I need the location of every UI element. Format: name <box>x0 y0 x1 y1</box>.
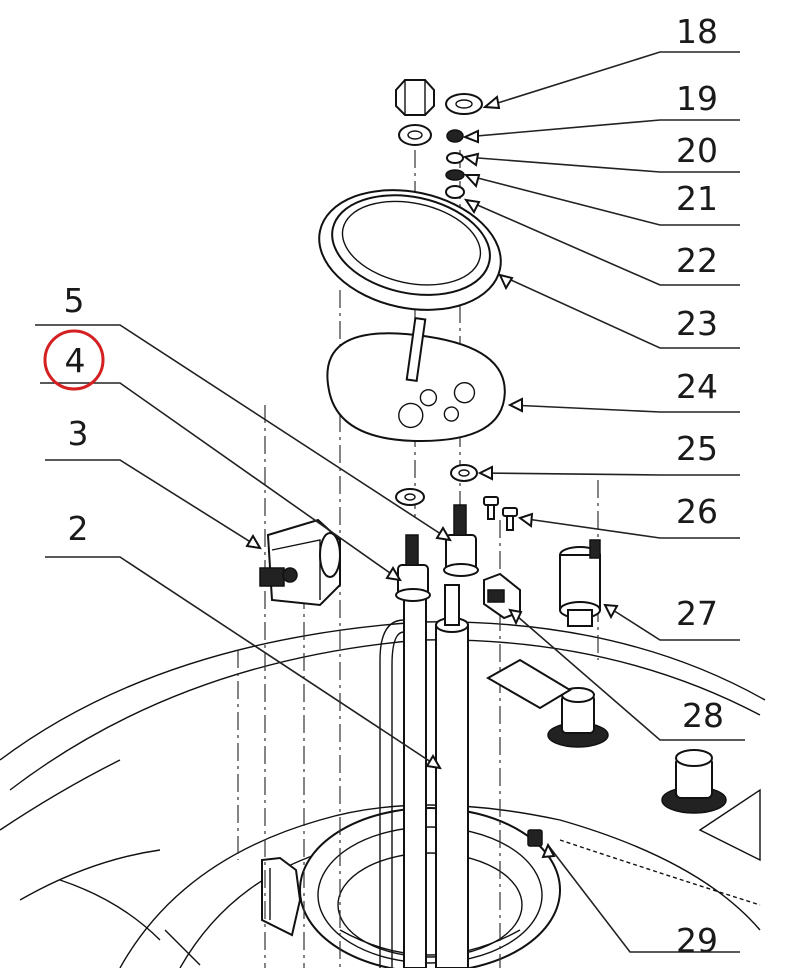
callout-label-29: 29 <box>676 921 718 960</box>
callout-label-24: 24 <box>676 367 718 406</box>
cable-29 <box>559 839 761 906</box>
plug-29 <box>527 829 543 847</box>
callout-label-26: 26 <box>676 492 718 531</box>
leader-lines-right <box>464 51 745 953</box>
washer-18 <box>445 93 483 115</box>
mounting-bracket <box>164 856 302 966</box>
top-washer-left <box>398 124 432 146</box>
callout-label-21: 21 <box>676 179 718 218</box>
center-lines <box>237 150 599 968</box>
callout-label-18: 18 <box>676 12 718 51</box>
dome-fitting-left <box>547 687 609 748</box>
washer-25 <box>450 464 478 482</box>
screw-26a <box>483 496 499 520</box>
callout-label-19: 19 <box>676 79 718 118</box>
tank-flange-opening <box>299 807 561 968</box>
callout-label-25: 25 <box>676 429 718 468</box>
callout-label-2: 2 <box>68 509 89 548</box>
flange-plate-24 <box>326 316 506 442</box>
element-head-4 <box>395 534 431 602</box>
thermostat-block <box>259 518 341 607</box>
dome-fitting-right <box>661 749 727 814</box>
element-head-5 <box>443 504 479 577</box>
connector-28 <box>483 572 521 620</box>
small-washers-19-22 <box>445 129 465 199</box>
callout-labels: 2 3 4 5 18 19 20 21 22 23 24 25 26 27 28… <box>64 12 725 960</box>
leader-lines-left <box>35 324 451 769</box>
callout-label-3: 3 <box>68 414 89 453</box>
washer-left-under-plate <box>395 488 425 506</box>
callout-label-23: 23 <box>676 304 718 343</box>
callout-label-20: 20 <box>676 131 718 170</box>
callout-label-4: 4 <box>65 341 86 380</box>
dome-right-fin <box>698 788 761 862</box>
anode-rod <box>435 584 469 968</box>
screw-26b <box>502 507 518 531</box>
leader-arrowheads <box>245 95 619 859</box>
callout-label-28: 28 <box>682 696 724 735</box>
dome-label-plate <box>485 658 572 710</box>
highlight-circle <box>43 329 105 391</box>
sensor-27 <box>559 539 601 627</box>
callout-label-22: 22 <box>676 241 718 280</box>
top-nut <box>395 79 435 116</box>
callout-label-27: 27 <box>676 594 718 633</box>
gasket-23 <box>318 189 502 311</box>
callout-label-5: 5 <box>64 281 85 320</box>
